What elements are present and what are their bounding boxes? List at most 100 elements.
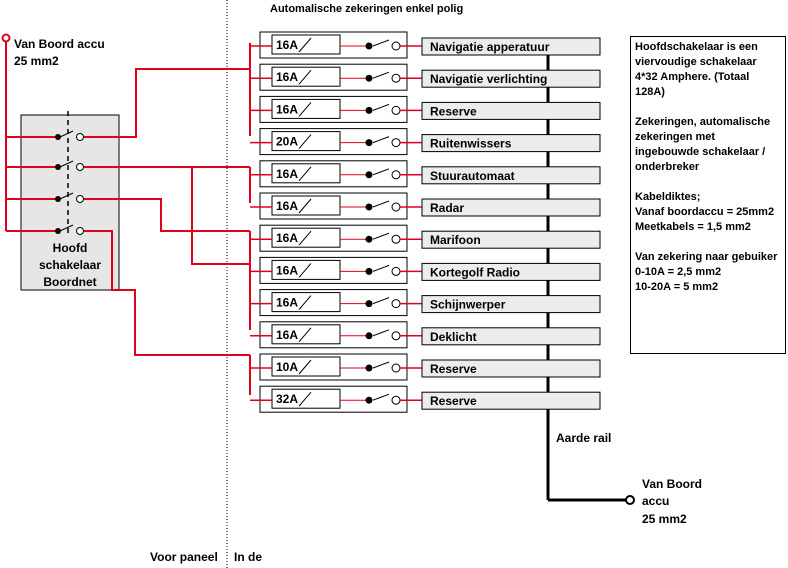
battery-terminal-icon — [1, 33, 11, 43]
switch-lever-icon — [372, 71, 390, 79]
switch-lever-icon — [372, 297, 390, 305]
main-switch-pole-1 — [6, 130, 84, 141]
switch-terminal-icon — [391, 105, 401, 115]
switch-contact-icon — [365, 235, 373, 243]
load-label-box — [421, 391, 601, 410]
switch-contact-icon — [365, 42, 373, 50]
switch-contact-icon — [365, 203, 373, 211]
info-note-line — [635, 100, 781, 115]
main-switch-label-line1: Hoofd — [53, 241, 88, 255]
switch-contact-icon — [365, 106, 373, 114]
switch-contact-icon — [365, 74, 373, 82]
breaker-slash-icon — [298, 198, 312, 214]
breaker-slash-icon — [298, 166, 312, 182]
panel-front-label: Voor paneel — [150, 550, 218, 564]
info-note-line: viervoudige schakelaar — [635, 56, 757, 68]
circuit-row: 16A Stuurautomaat — [250, 160, 601, 188]
main-switch-box — [20, 114, 120, 291]
breaker-rating: 16A — [276, 199, 298, 213]
info-notes-box: Hoofdschakelaar is een viervoudige schake… — [630, 36, 786, 354]
breaker-slash-icon — [298, 230, 312, 246]
switch-lever-icon — [372, 232, 390, 240]
ground-terminal-icon — [625, 495, 635, 505]
switch-terminal-icon — [391, 395, 401, 405]
breaker-rating: 16A — [276, 231, 298, 245]
circuit-row: 16A Radar — [250, 192, 601, 220]
info-note-line: zekeringen met — [635, 131, 716, 143]
load-label: Reserve — [430, 362, 477, 376]
switch-contact-icon — [365, 396, 373, 404]
switch-contact-icon — [365, 300, 373, 308]
breaker-slash-icon — [298, 295, 312, 310]
load-label: Stuurautomaat — [430, 169, 515, 183]
ground-source-line1: Van Boord — [642, 477, 702, 491]
switch-terminal-icon — [391, 299, 401, 309]
circuit-row: 16A Navigatie verlichting — [250, 63, 601, 91]
load-label-box — [421, 230, 601, 249]
info-note-line — [635, 235, 781, 250]
load-label-box — [421, 327, 601, 346]
breaker-rating: 20A — [276, 135, 298, 149]
load-label: Navigatie apperatuur — [430, 40, 550, 54]
circuit-rows: 16A Navigatie apperatuur 16A Navigatie verl… — [250, 31, 601, 413]
info-note-line: Meetkabels = 1,5 mm2 — [635, 221, 751, 233]
switch-contact-icon — [365, 332, 373, 340]
breaker-rating: 16A — [276, 328, 298, 342]
info-note-line: Hoofdschakelaar is een — [635, 41, 758, 53]
switch-terminal-icon — [391, 41, 401, 51]
load-label-box — [421, 295, 601, 314]
switch-lever-icon — [372, 361, 390, 369]
switch-lever-icon — [372, 136, 390, 144]
load-label-box — [421, 198, 601, 217]
switch-contact-icon — [365, 364, 373, 372]
switch-terminal-icon — [391, 234, 401, 244]
source-label-line2: 25 mm2 — [14, 54, 59, 68]
switch-lever-icon — [372, 168, 390, 176]
breaker-slash-icon — [298, 327, 312, 343]
load-label: Deklicht — [430, 330, 477, 344]
switch-contact-icon — [365, 139, 373, 147]
info-note-line: Vanaf boordaccu = 25mm2 — [635, 206, 775, 218]
breaker-rating: 16A — [276, 38, 298, 52]
breaker-slash-icon — [298, 359, 312, 375]
info-note-line: Van zekering naar gebuiker — [635, 251, 778, 263]
load-label-box — [421, 262, 601, 281]
breaker-slash-icon — [298, 102, 312, 117]
ground-source-line3: 25 mm2 — [642, 512, 687, 526]
breaker-slash-icon — [298, 37, 312, 53]
breaker-rating: 32A — [276, 392, 298, 406]
circuit-row: 16A Navigatie apperatuur — [250, 31, 601, 59]
switch-lever-icon — [372, 200, 390, 208]
info-note-line — [635, 175, 781, 190]
circuit-row: 16A Deklicht — [250, 321, 601, 349]
load-label: Radar — [430, 201, 464, 215]
main-switch-label-line2: schakelaar — [39, 258, 101, 272]
info-note-line: Zekeringen, automalische — [635, 116, 771, 128]
breaker-slash-icon — [298, 134, 312, 149]
panel-inside-label: In de — [234, 550, 262, 564]
load-label-box — [421, 359, 601, 378]
breaker-rating: 16A — [276, 296, 298, 310]
switch-lever-icon — [372, 39, 390, 47]
load-label-box — [421, 37, 601, 56]
switch-terminal-icon — [391, 170, 401, 180]
main-switch-pole-4 — [6, 224, 84, 235]
feeder-wires — [84, 68, 250, 356]
breaker-rating: 16A — [276, 102, 298, 116]
info-note-line: 0-10A = 2,5 mm2 — [635, 266, 722, 278]
breaker-rating: 16A — [276, 70, 298, 84]
load-label: Kortegolf Radio — [430, 265, 520, 279]
breaker-rating: 16A — [276, 263, 298, 277]
breaker-rating: 16A — [276, 167, 298, 181]
main-switch-pole-2 — [6, 160, 84, 171]
load-label: Navigatie verlichting — [430, 72, 547, 86]
switch-terminal-icon — [391, 138, 401, 148]
switch-contact-icon — [365, 267, 373, 275]
